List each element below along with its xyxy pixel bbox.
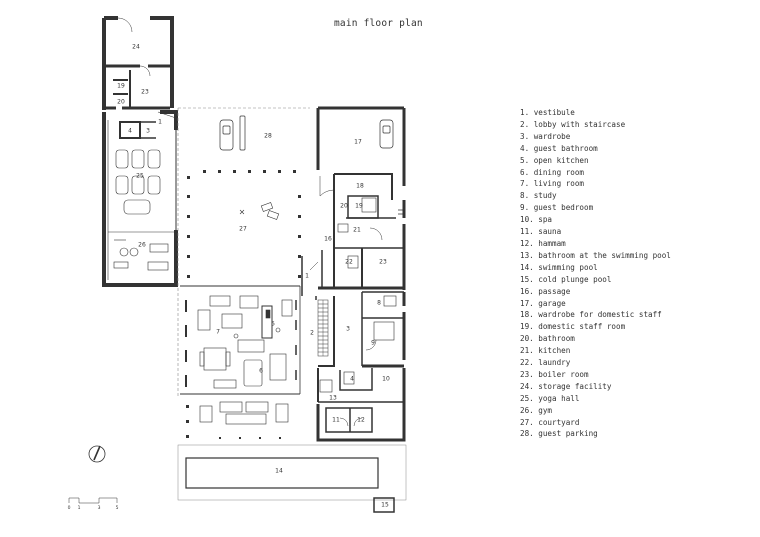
legend-item: 12. hammam — [520, 238, 566, 248]
room-label-7: 7 — [216, 328, 220, 336]
garage-cars — [379, 119, 394, 149]
storage-block-walls — [102, 16, 174, 110]
courtyard-columns — [186, 170, 301, 439]
sauna-hammam-walls — [316, 404, 406, 442]
yoga-gym-wing-walls — [102, 110, 178, 287]
legend-item: 23. boiler room — [520, 369, 589, 379]
room-label-23: 23 — [141, 88, 149, 96]
room-label-15: 15 — [381, 501, 389, 509]
legend-item: 3. wardrobe — [520, 131, 571, 141]
legend-item: 10. spa — [520, 215, 553, 225]
legend-item: 4. guest bathroom — [520, 143, 598, 153]
living-dining-furniture — [197, 295, 293, 389]
legend-item: 16. passage — [520, 286, 571, 296]
room-label-23b: 23 — [379, 258, 387, 266]
room-label-24: 24 — [132, 43, 140, 51]
room-label-21: 21 — [353, 226, 361, 234]
legend-item: 6. dining room — [520, 167, 585, 177]
legend-item: 9. guest bedroom — [520, 203, 594, 213]
service-wing-walls — [316, 106, 406, 290]
room-label-22: 22 — [345, 258, 353, 266]
room-label-19: 19 — [117, 82, 125, 90]
legend-item: 14. swimming pool — [520, 262, 598, 272]
room-label-14: 14 — [275, 467, 283, 475]
room-label-4b: 4 — [350, 375, 354, 383]
yoga-mats — [115, 149, 161, 215]
guest-wing-furniture — [319, 295, 397, 393]
room-label-28: 28 — [264, 132, 272, 140]
room-label-1b: 1 — [305, 272, 309, 280]
legend-item: 7. living room — [520, 179, 585, 189]
legend-item: 25. yoga hall — [520, 393, 580, 403]
scale-label: 1 — [77, 506, 81, 511]
room-label-4: 4 — [128, 127, 132, 135]
legend-item: 2. lobby with staircase — [520, 119, 626, 129]
room-label-19b: 19 — [355, 202, 363, 210]
legend-item: 5. open kitchen — [520, 155, 589, 165]
legend-item: 19. domestic staff room — [520, 322, 626, 332]
room-label-1: 1 — [158, 118, 162, 126]
cold-plunge-pool-outline — [373, 497, 395, 513]
legend-item: 24. storage facility — [520, 381, 612, 391]
room-label-25: 25 — [136, 172, 144, 180]
north-arrow-icon — [88, 445, 106, 463]
scale-label: 5 — [115, 506, 119, 511]
courtyard-furniture — [239, 202, 280, 220]
legend-item: 13. bathroom at the swimming pool — [520, 250, 671, 260]
room-label-18: 18 — [356, 182, 364, 190]
room-label-17: 17 — [354, 138, 362, 146]
room-label-3b: 3 — [346, 325, 350, 333]
legend-item: 27. courtyard — [520, 417, 580, 427]
legend-item: 20. bathroom — [520, 334, 575, 344]
room-legend: 1. vestibule 2. lobby with staircase 3. … — [520, 107, 671, 440]
gym-equipment — [113, 239, 169, 271]
scale-label: 0 — [67, 506, 71, 511]
room-label-8: 8 — [377, 299, 381, 307]
legend-item: 17. garage — [520, 298, 566, 308]
room-label-5: 5 — [271, 320, 275, 328]
legend-item: 11. sauna — [520, 227, 562, 237]
room-label-3: 3 — [146, 127, 150, 135]
room-label-6: 6 — [259, 367, 263, 375]
legend-item: 8. study — [520, 191, 557, 201]
legend-item: 1. vestibule — [520, 108, 575, 117]
lobby-walls — [301, 256, 335, 367]
parking-cars — [219, 115, 246, 151]
guest-parking-outline — [177, 107, 310, 396]
room-label-11: 11 — [332, 416, 340, 424]
guest-wing-walls — [317, 291, 406, 404]
room-label-20: 20 — [117, 98, 125, 106]
room-label-2: 2 — [310, 329, 314, 337]
room-label-27: 27 — [239, 225, 247, 233]
legend-item: 22. laundry — [520, 358, 571, 368]
room-label-13: 13 — [329, 394, 337, 402]
room-label-9: 9 — [371, 339, 375, 347]
room-label-20b: 20 — [340, 202, 348, 210]
legend-item: 28. guest parking — [520, 429, 598, 439]
terrace-furniture — [199, 401, 289, 425]
swimming-pool-outline — [177, 444, 407, 501]
legend-item: 21. kitchen — [520, 346, 571, 356]
legend-item: 26. gym — [520, 405, 553, 415]
room-label-26: 26 — [138, 241, 146, 249]
plan-title: main floor plan — [334, 18, 423, 29]
room-label-12: 12 — [357, 416, 365, 424]
room-label-10: 10 — [382, 375, 390, 383]
main-house-walls — [180, 285, 301, 395]
staircase — [317, 299, 329, 357]
legend-item: 15. cold plunge pool — [520, 274, 612, 284]
staff-room-furniture — [337, 197, 404, 269]
scale-label: 3 — [97, 506, 101, 511]
scale-bar — [68, 497, 118, 504]
legend-item: 18. wardrobe for domestic staff — [520, 310, 662, 320]
room-label-16: 16 — [324, 235, 332, 243]
